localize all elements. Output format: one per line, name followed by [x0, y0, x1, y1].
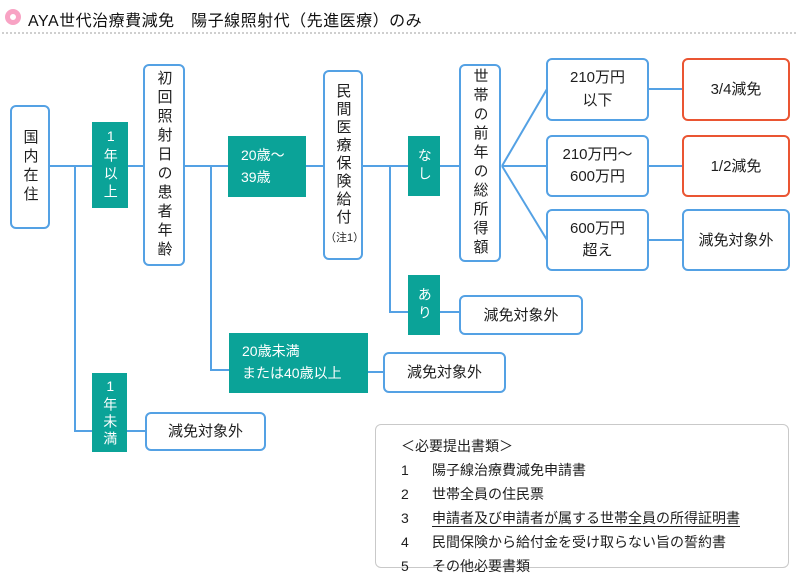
node-benefit-none: なし — [408, 136, 440, 196]
document-text: 申請者及び申請者が属する世帯全員の所得証明書 — [432, 510, 740, 526]
document-number: 2 — [401, 486, 409, 502]
private-insurance-note: （注1） — [325, 232, 365, 245]
connector-incomemid-result — [649, 165, 682, 167]
header: AYA世代治療費減免 陽子線照射代（先進医療）のみ — [0, 0, 800, 33]
connector-under1yr-noteligible — [127, 430, 145, 432]
node-benefit-yes: あり — [408, 275, 440, 335]
document-text: 世帯全員の住民票 — [432, 486, 544, 502]
private-insurance-label: 民間医療保険給付 — [334, 83, 352, 228]
node-income-210-600: 210万円〜 600万円 — [546, 135, 649, 197]
document-item: 1 陽子線治療費減免申請書 — [401, 458, 778, 482]
document-text: 陽子線治療費減免申請書 — [432, 462, 586, 478]
node-not-eligible-duration: 減免対象外 — [145, 412, 266, 451]
connector-branch-ari-v — [389, 165, 391, 313]
document-number: 4 — [401, 534, 409, 550]
node-duration-over-1yr: 1年以上 — [92, 122, 128, 208]
document-item: 3 申請者及び申請者が属する世帯全員の所得証明書 — [401, 506, 778, 530]
document-number: 5 — [401, 558, 409, 574]
header-divider — [2, 32, 796, 34]
node-residence: 国内在住 — [10, 105, 50, 229]
node-not-eligible-age: 減免対象外 — [383, 352, 506, 393]
node-income-over-600: 600万円 超え — [546, 209, 649, 271]
connector-ari-noteligible — [440, 311, 459, 313]
connector-branch-ageother-v — [210, 165, 212, 371]
connector-branch-ageother-h — [210, 369, 229, 371]
required-documents-title: ＜必要提出書類＞ — [401, 438, 513, 454]
connector-ageother-noteligible — [368, 371, 383, 373]
node-reduction-1-2: 1/2減免 — [682, 135, 790, 197]
document-number: 1 — [401, 462, 409, 478]
node-household-income: 世帯の前年の総所得額 — [459, 64, 501, 262]
connector-income-fork — [501, 88, 548, 241]
document-item: 4 民間保険から給付金を受け取らない旨の誓約書 — [401, 530, 778, 554]
required-documents-box: ＜必要提出書類＞ 1 陽子線治療費減免申請書 2 世帯全員の住民票 3 申請者及… — [375, 424, 789, 574]
node-first-irradiation-age: 初回照射日の患者年齢 — [143, 64, 185, 266]
node-age-other: 20歳未満 または40歳以上 — [229, 333, 368, 393]
node-private-insurance: 民間医療保険給付 （注1） — [323, 70, 365, 260]
connector-branch-under1yr-v — [74, 165, 76, 432]
document-item: 2 世帯全員の住民票 — [401, 482, 778, 506]
document-text: 民間保険から給付金を受け取らない旨の誓約書 — [432, 534, 726, 550]
document-text: その他必要書類 — [432, 558, 530, 574]
connector-incomelow-result — [649, 88, 682, 90]
title-bullet-icon — [5, 9, 21, 25]
connector-branch-ari-h — [389, 311, 408, 313]
document-number: 3 — [401, 510, 409, 526]
node-income-under-210: 210万円 以下 — [546, 58, 649, 121]
node-duration-under-1yr: 1年未満 — [92, 373, 127, 452]
node-reduction-3-4: 3/4減免 — [682, 58, 790, 121]
connector-incomehigh-result — [649, 239, 682, 241]
node-not-eligible-benefit: 減免対象外 — [459, 295, 583, 335]
connector-branch-under1yr-h — [74, 430, 92, 432]
node-age-20-39: 20歳〜 39歳 — [228, 136, 306, 197]
document-item: 5 その他必要書類 — [401, 554, 778, 576]
node-not-eligible-income: 減免対象外 — [682, 209, 790, 271]
page-title: AYA世代治療費減免 陽子線照射代（先進医療）のみ — [28, 13, 423, 30]
